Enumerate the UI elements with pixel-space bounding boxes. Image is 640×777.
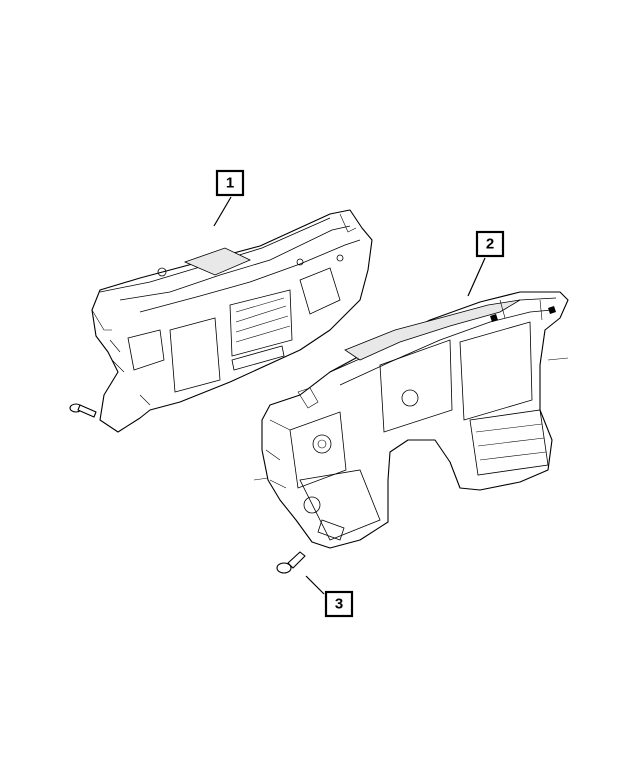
callout-3-label: 3 bbox=[335, 596, 343, 613]
callout-1-label: 1 bbox=[226, 175, 234, 192]
callout-1: 1 bbox=[215, 169, 245, 197]
part-2-silencer bbox=[253, 291, 569, 549]
part-1-silencer bbox=[91, 209, 373, 433]
push-pin-fastener-right bbox=[276, 551, 306, 574]
leader-line-2 bbox=[467, 257, 486, 297]
leader-line-1 bbox=[213, 196, 232, 227]
callout-2: 2 bbox=[475, 230, 505, 258]
push-pin-fastener-left bbox=[69, 403, 97, 418]
leader-line-3 bbox=[305, 575, 325, 595]
callout-2-label: 2 bbox=[486, 236, 494, 253]
callout-3: 3 bbox=[324, 590, 354, 618]
